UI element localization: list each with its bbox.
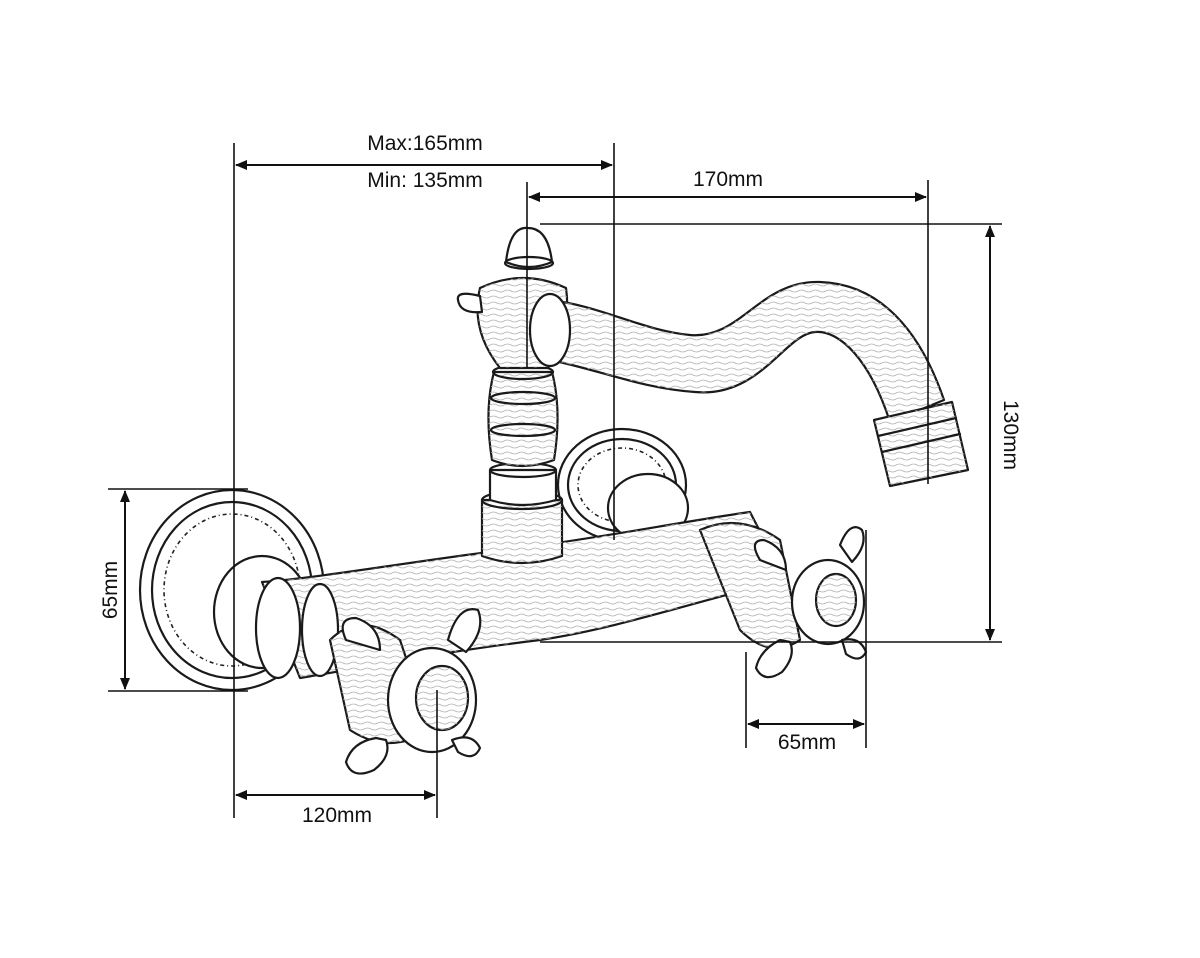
spout-reach-label: 170mm [693, 168, 763, 191]
left-handle [328, 608, 482, 775]
right-handle [698, 521, 868, 679]
spout-height-label: 130mm [999, 400, 1022, 470]
faucet-illustration [138, 226, 970, 775]
handle-spacing-label: 120mm [302, 804, 372, 827]
max-width-label: Max:165mm [367, 132, 483, 155]
flange-height-label: 65mm [99, 561, 122, 619]
faucet-spout [528, 280, 970, 488]
faucet-column [456, 226, 569, 565]
min-width-label: Min: 135mm [367, 169, 483, 192]
dimension-annotations: Max:165mm Min: 135mm 170mm 130mm 65mm 12… [99, 132, 1022, 827]
right-wall-flange [556, 427, 690, 544]
handle-width-label: 65mm [778, 731, 836, 754]
